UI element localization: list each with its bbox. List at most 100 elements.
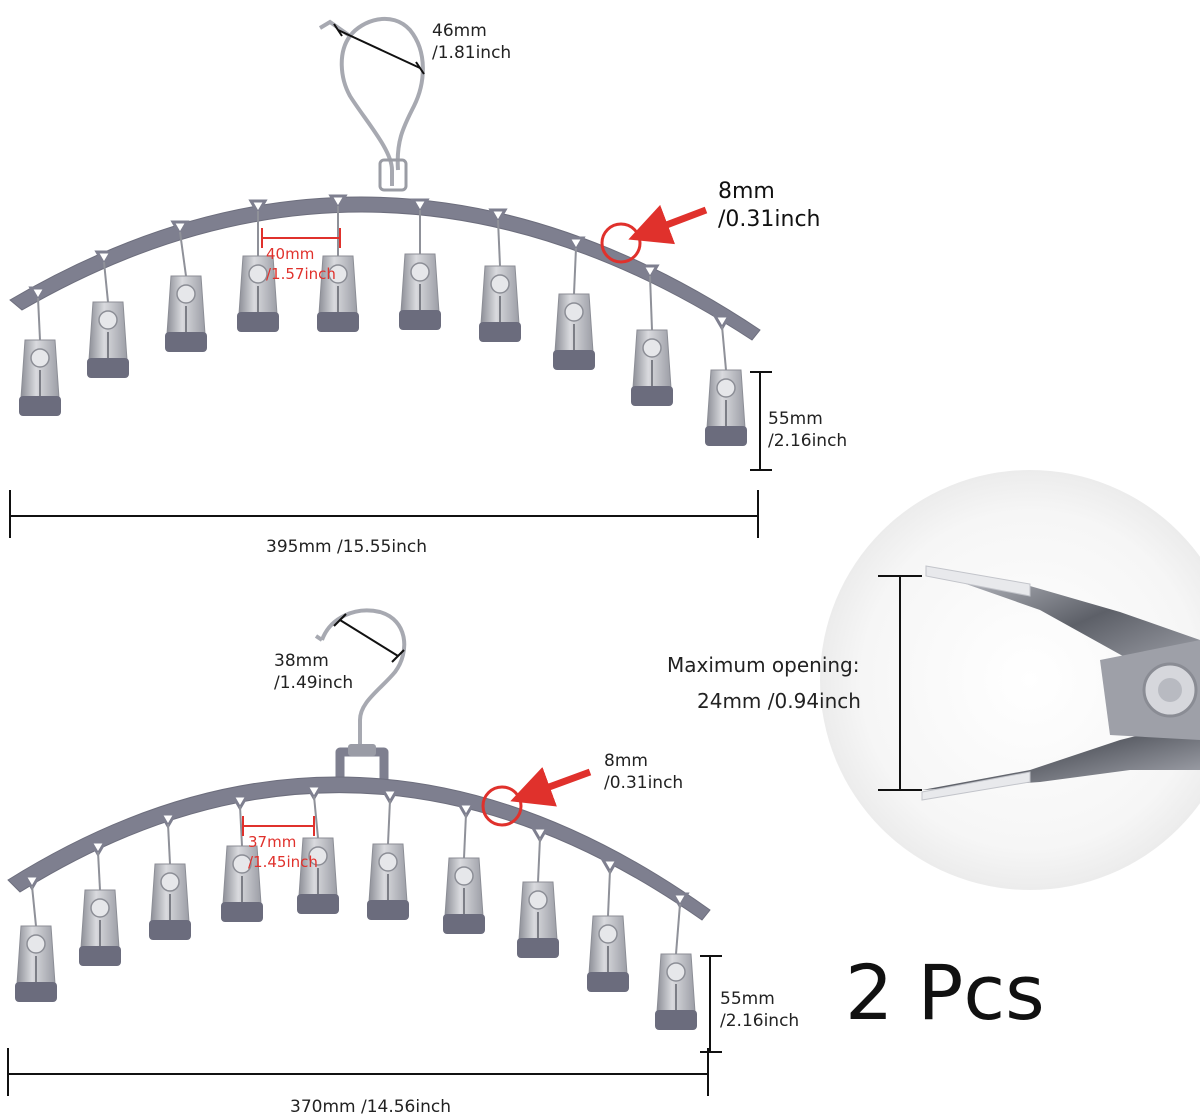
top-clip-3-rivet xyxy=(176,284,196,304)
top-clip-length-label: 55mm /2.16inch xyxy=(768,408,847,452)
top-clip-1-pad xyxy=(19,396,61,416)
bottom-clip-7-wire xyxy=(463,813,467,859)
bottom-hook-dim-tick-a xyxy=(333,613,347,627)
hanger-top-hook-tip xyxy=(318,19,352,38)
top-clip-5-rivet xyxy=(328,264,348,284)
bottom-clip-3-wire xyxy=(167,823,171,865)
top-clip-2-wire xyxy=(103,261,109,303)
top-hook-width-label: 46mm /1.81inch xyxy=(432,20,511,64)
top-clip-5 xyxy=(317,194,359,332)
top-hook-dim-tick-b xyxy=(415,61,425,75)
hanger-top-clips xyxy=(19,194,747,446)
bottom-clip-9-pad xyxy=(587,972,629,992)
bottom-dimensions xyxy=(7,613,722,1096)
top-hole-size-label: 8mm /0.31inch xyxy=(718,178,821,234)
bottom-clip-4-loop xyxy=(230,794,250,811)
top-clip-6 xyxy=(399,198,441,330)
bottom-clip-6-pad xyxy=(367,900,409,920)
top-clip-7-wire xyxy=(497,219,501,267)
bottom-clip-5-rivet xyxy=(308,846,328,866)
bottom-hole-arrow xyxy=(510,767,592,807)
bottom-clip-2-wire xyxy=(97,851,101,891)
top-clip-5-pad xyxy=(317,312,359,332)
bottom-hole-size-mm: 8mm xyxy=(604,751,648,771)
bottom-clip-10-wire xyxy=(675,903,681,955)
top-clip-6-rivet xyxy=(410,262,430,282)
bottom-clip-7 xyxy=(443,802,485,934)
bottom-clip-1 xyxy=(15,874,57,1002)
hanger-bottom-hook-tip xyxy=(314,634,324,642)
top-clip-1 xyxy=(19,286,61,416)
bottom-clip-2-pad xyxy=(79,946,121,966)
top-clip-spacing-inch: /1.57inch xyxy=(266,265,336,283)
bottom-clip-7-loop xyxy=(456,802,476,819)
top-dimensions xyxy=(9,23,772,538)
top-hook-width-mm: 46mm xyxy=(432,21,487,41)
bottom-hook-width-label: 38mm /1.49inch xyxy=(274,650,353,694)
top-clip-1-loop xyxy=(28,286,48,303)
top-clip-9-wire xyxy=(649,275,653,331)
hanger-top-hook-mount xyxy=(378,158,408,192)
hanger-bottom-hook xyxy=(320,608,407,748)
bottom-clip-1-loop xyxy=(22,874,42,891)
bottom-clip-8-pad xyxy=(517,938,559,958)
clip-upper-tip xyxy=(925,565,1031,597)
top-clip-9-loop xyxy=(640,264,660,281)
bottom-clip-6 xyxy=(367,788,409,920)
top-clip-spacing-mm: 40mm xyxy=(266,245,315,263)
top-clip-3 xyxy=(165,220,207,352)
top-clip-9-rivet xyxy=(642,338,662,358)
top-clip-3-wire xyxy=(179,231,187,277)
top-clip-10-loop xyxy=(712,314,732,331)
bottom-clip-spacing-inch: /1.45inch xyxy=(248,853,318,871)
top-clip-2-loop xyxy=(94,250,114,267)
bottom-clip-3 xyxy=(149,812,191,940)
opening-value: 24mm /0.94inch xyxy=(697,689,861,713)
hanger-bottom-bracket-cap xyxy=(348,744,376,756)
top-clip-9-pad xyxy=(631,386,673,406)
clip-pivot-rivet-center xyxy=(1158,678,1182,702)
top-clip-4-loop xyxy=(248,199,268,216)
clip-lower-tip xyxy=(921,771,1031,801)
bottom-hole-size-label: 8mm /0.31inch xyxy=(604,750,683,794)
bottom-hook-width-inch: /1.49inch xyxy=(274,673,354,693)
bottom-clip-6-wire xyxy=(387,799,391,845)
bottom-clip-3-pad xyxy=(149,920,191,940)
bottom-clip-9-rivet xyxy=(598,924,618,944)
top-clip-6-loop xyxy=(410,198,430,215)
top-clip-4 xyxy=(237,199,279,332)
bottom-clip-4-rivet xyxy=(232,854,252,874)
bottom-clip-spacing-mm: 37mm xyxy=(248,833,297,851)
bottom-hook-dim-tick-b xyxy=(391,649,405,663)
top-clip-1-rivet xyxy=(30,348,50,368)
bottom-clip-10 xyxy=(655,892,697,1030)
bottom-clip-8 xyxy=(517,826,559,958)
bottom-clip-7-rivet xyxy=(454,866,474,886)
bottom-clip-3-rivet xyxy=(160,872,180,892)
hanger-top xyxy=(9,17,761,446)
hanger-bottom-arc xyxy=(7,776,711,921)
bottom-clip-1-wire xyxy=(31,885,37,927)
top-clip-3-loop xyxy=(170,220,190,237)
bottom-clip-2 xyxy=(79,840,121,966)
top-clip-10-pad xyxy=(705,426,747,446)
top-clip-10 xyxy=(705,314,747,446)
bottom-clip-4-pad xyxy=(221,902,263,922)
top-clip-2-pad xyxy=(87,358,129,378)
bottom-clip-1-pad xyxy=(15,982,57,1002)
bottom-hook-width-mm: 38mm xyxy=(274,651,329,671)
top-clip-length-inch: /2.16inch xyxy=(768,431,848,451)
bottom-clip-10-rivet xyxy=(666,962,686,982)
clip-lower-jaw xyxy=(922,720,1200,790)
top-clip-8-rivet xyxy=(564,302,584,322)
hanger-bottom-clips xyxy=(15,784,697,1030)
top-clip-6-pad xyxy=(399,310,441,330)
top-clip-5-loop xyxy=(328,194,348,211)
bottom-clip-10-loop xyxy=(670,892,690,909)
bottom-clip-8-loop xyxy=(530,826,550,843)
bottom-clip-2-loop xyxy=(88,840,108,857)
bottom-clip-5-pad xyxy=(297,894,339,914)
top-clip-8-pad xyxy=(553,350,595,370)
top-clip-2-rivet xyxy=(98,310,118,330)
top-clip-7-rivet xyxy=(490,274,510,294)
